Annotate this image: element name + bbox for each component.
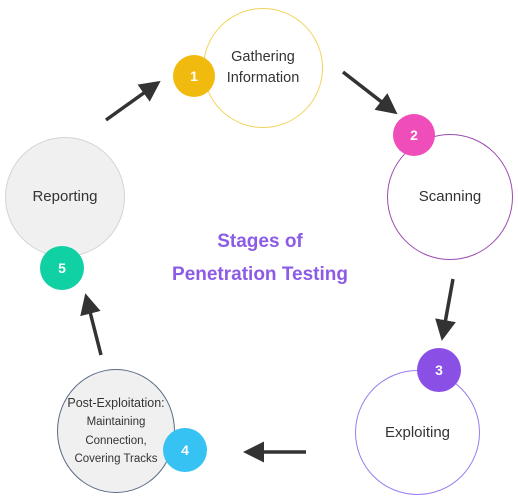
stage-exploiting: Exploiting	[355, 370, 480, 495]
stage-label-line: Maintaining	[86, 416, 146, 429]
step-number-badge: 5	[40, 246, 84, 290]
stage-label-line: Information	[226, 70, 300, 86]
stage-label: Post-Exploitation: Maintaining Connectio…	[61, 393, 171, 468]
step-number-badge: 3	[417, 348, 461, 392]
step-number-badge: 2	[393, 114, 435, 156]
stage-gathering-information: Gathering Information	[203, 8, 323, 128]
diagram-title-line: Penetration Testing	[172, 264, 348, 285]
stage-post-exploitation: Post-Exploitation: Maintaining Connectio…	[57, 369, 175, 493]
arrow-icon	[104, 80, 161, 122]
diagram-title: Stages of Penetration Testing	[140, 225, 380, 291]
stage-label-line: Gathering	[231, 48, 295, 65]
stage-label: Scanning	[418, 188, 482, 206]
arrow-icon	[435, 278, 456, 341]
stage-label-line: Connection,	[85, 434, 147, 447]
stage-reporting: Reporting	[5, 137, 125, 257]
stage-label: Reporting	[32, 188, 98, 206]
step-number-badge: 1	[173, 55, 215, 97]
stage-label-line: Covering Tracks	[74, 453, 158, 466]
diagram-title-line: Stages of	[217, 231, 303, 252]
arrow-icon	[80, 293, 103, 356]
stage-label: Exploiting	[384, 423, 451, 441]
step-number-badge: 4	[163, 428, 207, 472]
arrow-icon	[341, 70, 398, 115]
stage-label: Gathering Information	[215, 47, 311, 89]
stage-label-line: Post-Exploitation:	[67, 396, 165, 411]
